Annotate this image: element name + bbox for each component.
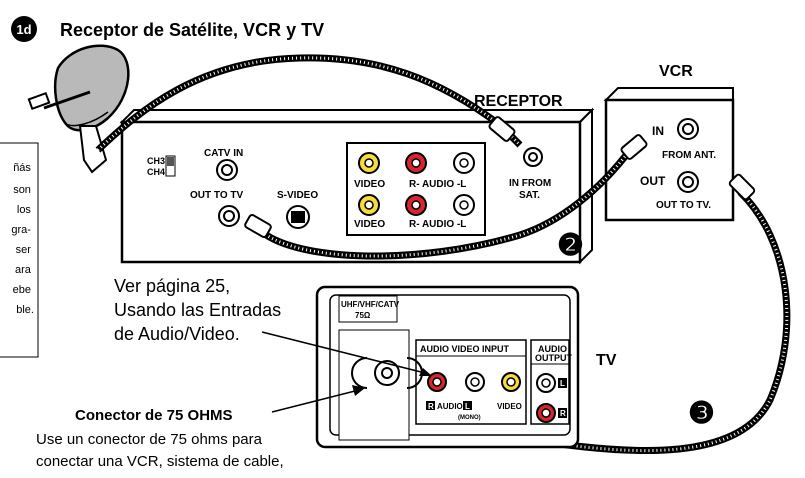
f-connector-1 [488,116,516,142]
av-note-arrow [261,331,432,376]
receiver-label: RECEPTOR [474,93,563,110]
video-bottom-label: VIDEO [354,219,385,230]
tv-l-label: L [465,402,470,411]
connector-title: Conector de 75 OHMS [75,407,233,424]
side-note-text: ñás son los gra- ser ara ebe ble. [11,162,34,316]
ch3-ch4-switch [165,155,176,177]
from-ant-label: FROM ANT. [662,150,716,161]
receiver-av-panel [346,142,486,236]
connector-desc-line1: Use un conector de 75 ohms para [36,431,263,448]
vcr-out-jack [677,171,699,193]
tv-out-l-label: L [560,379,565,388]
sat-label: SAT. [519,190,540,201]
tv-av-input-jacks [426,372,521,410]
catv-in-jack [216,159,238,181]
step-3-badge: ❸ [688,397,715,430]
ch3-label: CH3 [147,156,165,166]
vcr-in-label: IN [652,124,664,138]
side-note-box: ñás son los gra- ser ara ebe ble. [0,142,39,358]
tv-r-label: R [428,402,434,411]
s-video-jack [286,205,310,229]
tv-label: TV [596,352,617,369]
connector-desc-line2: conectar una VCR, sistema de cable, [36,453,284,470]
audio-bottom-label: R- AUDIO -L [409,219,466,230]
out-to-tv-label: OUT TO TV [190,190,243,201]
cable-dish-to-receiver [95,54,523,153]
audio-top-label: R- AUDIO -L [409,179,466,190]
f-connector-2 [244,214,272,238]
f-connector-3 [620,134,648,160]
uhf-label: UHF/VHF/CATV [341,300,400,309]
av-input-label: AUDIO VIDEO INPUT [420,344,510,354]
vcr-in-jack [677,118,699,140]
ohm-label: 75Ω [355,311,371,320]
ch4-label: CH4 [147,167,165,177]
video-top-label: VIDEO [354,179,385,190]
out-to-tv-jack [218,205,240,227]
tv-75-ohm-jack [351,357,423,389]
step-1d-badge: 1d [11,16,37,42]
satellite-dish [27,44,130,174]
step-2-badge: ❷ [557,229,584,262]
in-from-sat-jack [523,147,543,167]
tv-audio-label: AUDIO [437,402,463,411]
vcr-unit [603,87,735,222]
tv-out-r-label: R [560,409,566,418]
in-from-label: IN FROM [509,178,551,189]
tv-audio-output-jacks [536,373,567,423]
s-video-label: S-VIDEO [277,190,318,201]
vcr-out-to-tv-label: OUT TO TV. [656,200,711,211]
catv-in-label: CATV IN [204,148,243,159]
tv-mono-label: (MONO) [458,415,481,421]
connector-note-arrow [271,385,365,413]
audio-output-label-1: AUDIO [538,344,567,354]
audio-output-label-2: OUTPUT [535,353,573,363]
tv-video-label: VIDEO [497,402,522,411]
step-badge-label: 1d [16,22,31,37]
f-connector-4 [728,173,756,201]
diagram-title: Receptor de Satélite, VCR y TV [60,20,324,40]
vcr-out-label: OUT [640,174,666,188]
vcr-label: VCR [659,63,693,80]
av-note-text: Ver página 25, Usando las Entradas de Au… [114,276,286,344]
